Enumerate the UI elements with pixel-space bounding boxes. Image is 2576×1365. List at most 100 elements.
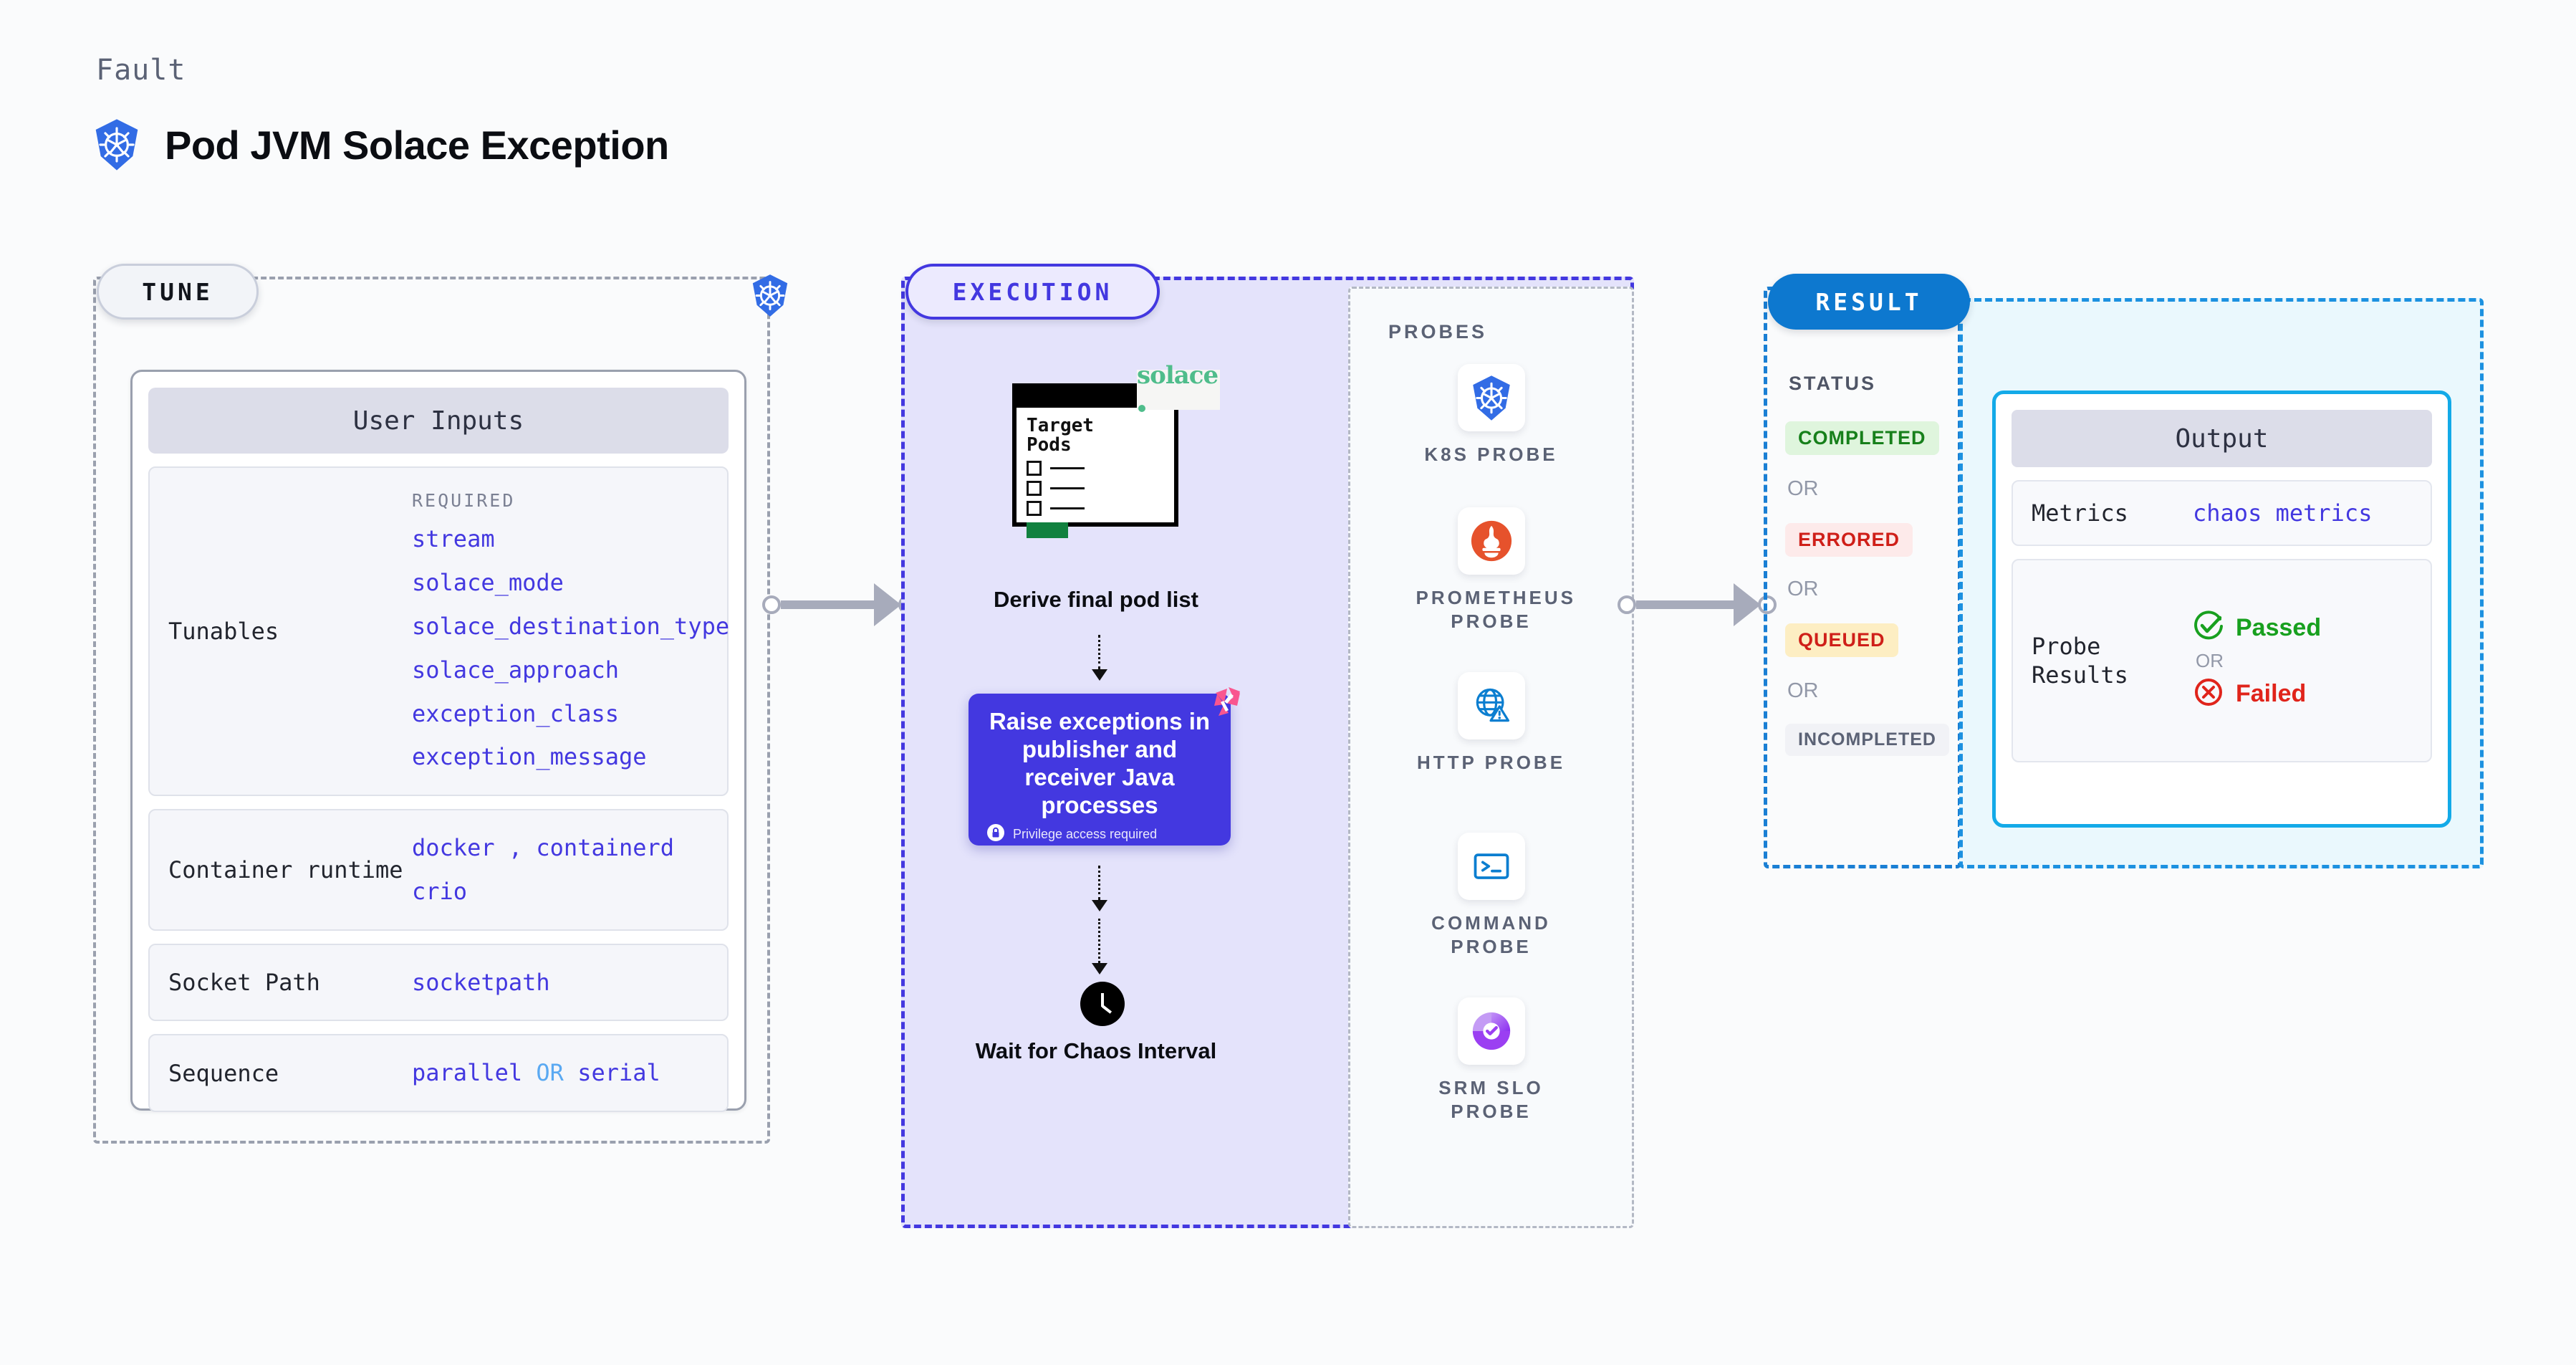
- flow-arrow-line: [1098, 919, 1100, 963]
- user-inputs-title: User Inputs: [148, 388, 729, 454]
- execution-step-1-caption: Derive final pod list: [994, 587, 1198, 612]
- status-badge-errored: ERRORED: [1785, 523, 1913, 557]
- target-pods-title-line1: Target: [1027, 415, 1094, 436]
- passed-label: Passed: [2236, 613, 2322, 641]
- solace-logo: solace: [1137, 361, 1220, 412]
- sequence-serial[interactable]: serial: [577, 1059, 660, 1087]
- table-row: Container runtime docker , containerd cr…: [148, 809, 729, 931]
- probe-result-passed: Passed: [2193, 610, 2321, 646]
- connector-tune-to-execution: [762, 583, 917, 626]
- connector-arrowhead: [874, 583, 901, 626]
- probe-item-prometheus[interactable]: PROMETHEUS PROBE: [1348, 507, 1634, 633]
- probe-label: K8S PROBE: [1424, 444, 1558, 465]
- socketpath-value[interactable]: socketpath: [412, 968, 550, 996]
- list-item: [1027, 500, 1164, 516]
- row-label-container-runtime: Container runtime: [168, 856, 403, 883]
- tune-panel: [93, 277, 770, 1144]
- status-badge-completed: COMPLETED: [1785, 421, 1939, 455]
- status-badge-queued: QUEUED: [1785, 623, 1898, 657]
- table-row: Sequence parallel OR serial: [148, 1034, 729, 1113]
- table-row: Metrics chaos metrics: [2012, 480, 2432, 546]
- connector-end-node: [1758, 595, 1777, 614]
- connector-start-node: [762, 595, 781, 614]
- row-label-metrics: Metrics: [2032, 499, 2128, 527]
- probe-result-or: OR: [2196, 649, 2224, 671]
- selected-indicator: [1027, 522, 1068, 538]
- page-eyebrow: Fault: [96, 54, 186, 87]
- sequence-separator: OR: [536, 1059, 564, 1087]
- privilege-note: Privilege access required: [987, 823, 1157, 845]
- tunable-solace-mode[interactable]: solace_mode: [412, 569, 564, 597]
- page-header: Pod JVM Solace Exception: [92, 118, 669, 171]
- sequence-parallel[interactable]: parallel: [412, 1059, 523, 1087]
- status-title: STATUS: [1789, 373, 1876, 394]
- status-badge-incompleted: INCOMPLETED: [1785, 724, 1949, 756]
- x-circle-icon: [2193, 676, 2224, 712]
- connector-execution-to-result: [1618, 583, 1777, 626]
- kubernetes-icon: [1457, 364, 1525, 431]
- placeholder-line: [1050, 466, 1085, 469]
- metrics-value[interactable]: chaos metrics: [2193, 499, 2373, 527]
- list-item: [1027, 460, 1164, 476]
- placeholder-line: [1050, 487, 1085, 489]
- target-pods-card: Target Pods: [1012, 383, 1178, 538]
- probes-title: PROBES: [1388, 321, 1488, 343]
- checkbox-icon: [1027, 480, 1042, 496]
- prometheus-icon: [1457, 507, 1525, 575]
- flow-arrow-head: [1092, 963, 1107, 974]
- checkbox-icon: [1027, 460, 1042, 476]
- row-label-sequence: Sequence: [168, 1059, 279, 1087]
- runtime-separator: ,: [508, 834, 523, 861]
- runtime-docker[interactable]: docker: [412, 834, 495, 861]
- user-inputs-card: User Inputs Tunables REQUIRED stream sol…: [130, 370, 746, 1113]
- target-pods-title-line2: Pods: [1027, 434, 1072, 456]
- failed-label: Failed: [2236, 679, 2307, 707]
- tunable-solace-approach[interactable]: solace_approach: [412, 656, 619, 684]
- stage-label-result: RESULT: [1768, 274, 1970, 330]
- runtime-crio[interactable]: crio: [412, 877, 468, 905]
- stage-label-tune: TUNE: [97, 264, 259, 320]
- connector-line: [1636, 600, 1735, 609]
- required-label: REQUIRED: [412, 489, 516, 511]
- row-label-probe-results: Probe Results: [2032, 633, 2128, 689]
- row-values-socket-path: socketpath: [412, 961, 708, 1005]
- chaos-action-card: Raise exceptions in publisher and receiv…: [969, 694, 1231, 846]
- row-label-tunables: Tunables: [168, 618, 279, 645]
- check-circle-icon: [2193, 610, 2224, 646]
- output-card-title: Output: [2012, 410, 2432, 467]
- status-or-1: OR: [1787, 477, 1819, 500]
- table-row: Tunables REQUIRED stream solace_mode sol…: [148, 466, 729, 796]
- row-values-container-runtime: docker , containerd crio: [412, 826, 708, 914]
- tunable-exception-class[interactable]: exception_class: [412, 699, 619, 727]
- globe-warning-icon: [1457, 672, 1525, 739]
- flow-arrow-head: [1092, 900, 1107, 911]
- placeholder-line: [1050, 507, 1085, 509]
- tunable-exception-message[interactable]: exception_message: [412, 743, 647, 771]
- connector-start-node: [1618, 595, 1636, 614]
- probe-result-failed: Failed: [2193, 676, 2321, 712]
- litmuschaos-icon: [1197, 684, 1241, 732]
- status-or-2: OR: [1787, 578, 1819, 600]
- flow-arrow-line: [1098, 866, 1100, 900]
- tunable-solace-destination-type[interactable]: solace_destination_type: [412, 612, 730, 640]
- probe-item-http[interactable]: HTTP PROBE: [1348, 672, 1634, 775]
- page-title: Pod JVM Solace Exception: [165, 122, 669, 168]
- srm-slo-icon: [1457, 997, 1525, 1065]
- connector-line: [781, 600, 875, 609]
- flow-arrow-line: [1098, 635, 1100, 669]
- probe-label: HTTP PROBE: [1416, 752, 1566, 773]
- probe-item-k8s[interactable]: K8S PROBE: [1348, 364, 1634, 466]
- row-label-socket-path: Socket Path: [168, 968, 320, 996]
- runtime-containerd[interactable]: containerd: [536, 834, 675, 861]
- flow-arrow-head: [1092, 669, 1107, 681]
- tunable-stream[interactable]: stream: [412, 525, 495, 553]
- row-values-sequence: parallel OR serial: [412, 1051, 708, 1095]
- clock-icon: [1080, 982, 1125, 1026]
- list-item: [1027, 480, 1164, 496]
- table-row: Probe Results Passed OR: [2012, 559, 2432, 762]
- probe-item-srm-slo[interactable]: SRM SLO PROBE: [1348, 997, 1634, 1123]
- probe-item-command[interactable]: COMMAND PROBE: [1348, 833, 1634, 958]
- terminal-icon: [1457, 833, 1525, 900]
- checkbox-icon: [1027, 500, 1042, 516]
